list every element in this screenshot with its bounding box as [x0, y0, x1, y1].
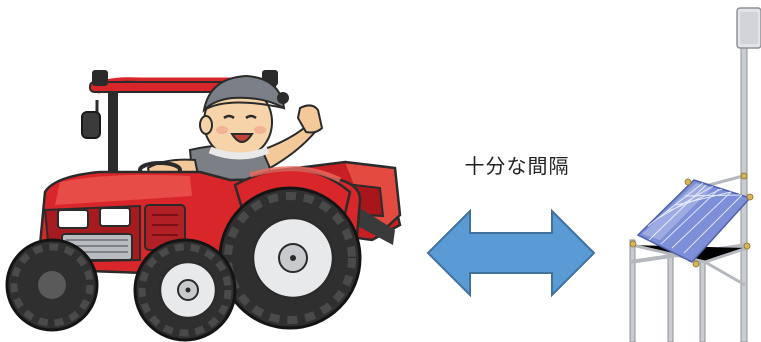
front-wheel-left: [5, 238, 99, 332]
spacing-label: 十分な間隔: [464, 154, 570, 178]
rear-wheel: [218, 186, 362, 330]
solar-sensor-pole: [629, 7, 761, 342]
front-wheel-right: [133, 238, 237, 342]
tractor-illustration: [5, 70, 402, 342]
double-arrow-icon: [426, 208, 596, 298]
